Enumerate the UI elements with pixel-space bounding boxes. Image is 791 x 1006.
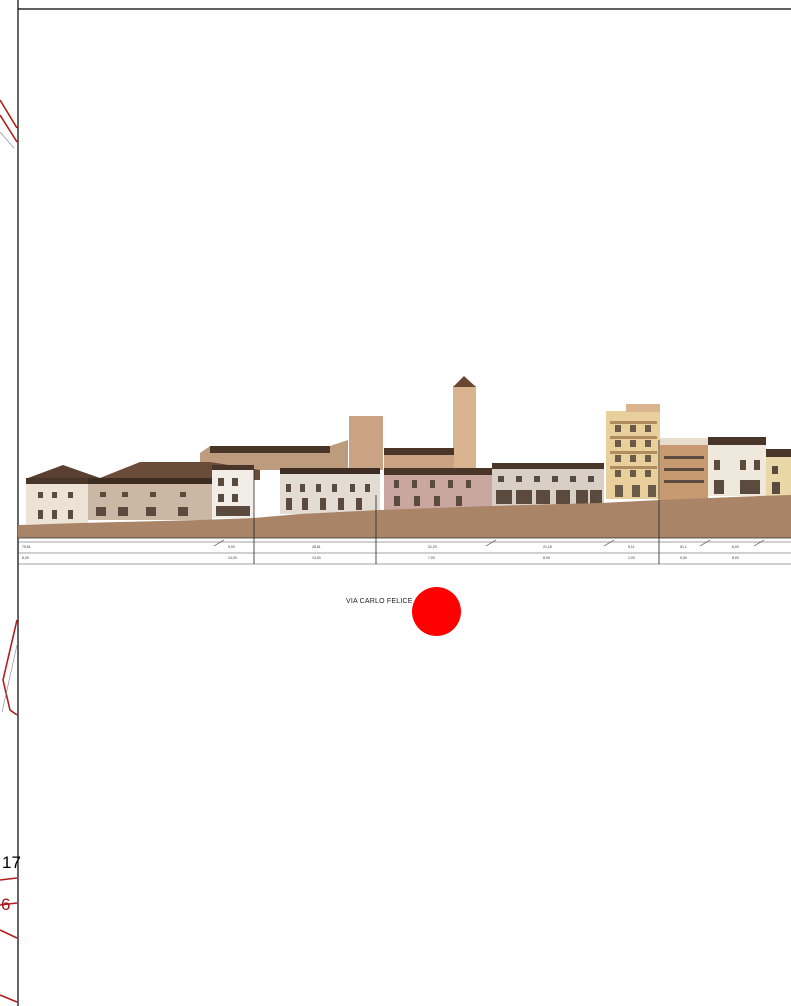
bell-tower-roof	[453, 376, 476, 387]
margin-number: 6	[1, 895, 11, 914]
dimension-table	[18, 539, 791, 565]
dimension-label: 1,00	[628, 556, 635, 560]
facade-8-roof	[708, 437, 766, 445]
facade-5-roof	[384, 468, 492, 475]
street-name-label: VIA CARLO FELICE	[346, 598, 413, 605]
dimension-label: 8,00	[732, 556, 739, 560]
section-lines	[253, 440, 660, 564]
dimension-label: 8,00	[22, 556, 29, 560]
street-elevation	[18, 376, 791, 564]
facade-openings	[38, 456, 780, 519]
dimension-label: 13,00	[312, 556, 321, 560]
facade-4	[280, 472, 380, 514]
church-volume	[349, 416, 383, 470]
dimension-label: 28,61	[312, 545, 321, 549]
site-plan-fragment	[0, 99, 18, 1003]
ground-profile	[18, 495, 791, 538]
dimension-label: 9,00	[228, 545, 235, 549]
dimension-label: 7,00	[428, 556, 435, 560]
tall-building-windows	[615, 425, 656, 497]
roof-left-1	[28, 465, 100, 478]
facade-6-roof	[492, 463, 604, 469]
bell-tower	[453, 386, 476, 468]
dimension-label: 8,00	[543, 556, 550, 560]
facade-9-roof	[766, 449, 791, 457]
facade-1-roof	[26, 478, 88, 484]
facade-3-roof	[212, 465, 254, 470]
facade-2-roof	[88, 478, 212, 484]
margin-number: 17	[2, 853, 21, 872]
back-roof-top	[210, 446, 330, 453]
dimension-label: 14,00	[228, 556, 237, 560]
red-marker-icon[interactable]	[412, 587, 461, 636]
dimension-label: 21,16	[543, 545, 552, 549]
rear-roof	[384, 448, 454, 455]
dimension-label: 6,00	[732, 545, 739, 549]
dimension-label: 5,11	[628, 545, 635, 549]
tall-building-balconies	[610, 421, 657, 469]
dimension-label: 51,1	[680, 545, 687, 549]
facade-4-roof	[280, 468, 380, 474]
facade-7-roof	[660, 438, 708, 445]
tall-building-roof	[626, 404, 660, 412]
dimension-label: 31,23	[428, 545, 437, 549]
facade-7	[660, 444, 708, 500]
dimension-label: 75,61	[22, 545, 31, 549]
dimension-label: 9,00	[680, 556, 687, 560]
